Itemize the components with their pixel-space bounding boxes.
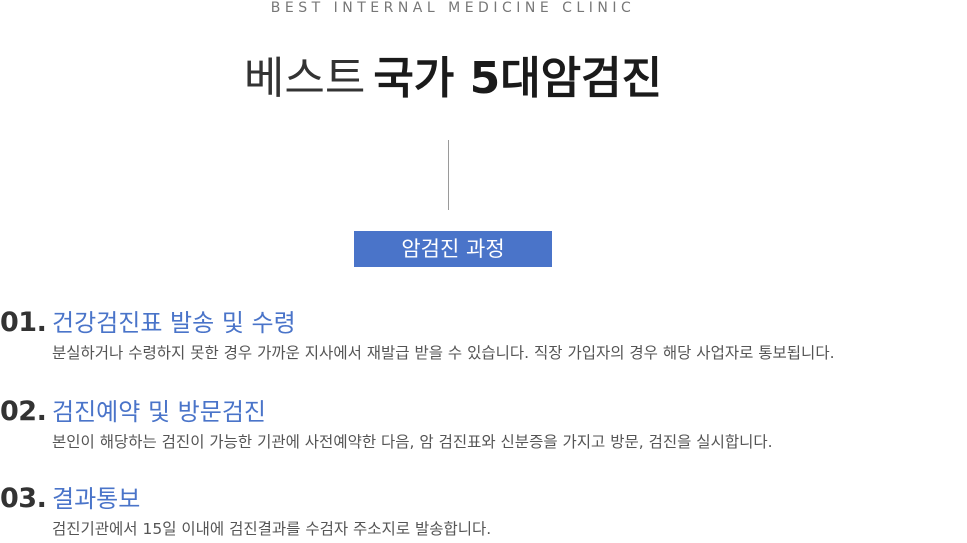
vertical-divider	[448, 140, 449, 210]
step-1-title: 건강검진표 발송 및 수령	[52, 309, 296, 337]
process-badge: 암검진 과정	[354, 231, 552, 267]
step-3-number: 03.	[0, 483, 47, 514]
page-title-bold: 국가 5대암검진	[373, 53, 663, 104]
step-2-description: 본인이 해당하는 검진이 가능한 기관에 사전예약한 다음, 암 검진표와 신분…	[52, 433, 773, 451]
step-2-number: 02.	[0, 396, 47, 427]
step-1-number: 01.	[0, 307, 47, 338]
page-title-light: 베스트	[243, 53, 366, 104]
step-1-description: 분실하거나 수령하지 못한 경우 가까운 지사에서 재발급 받을 수 있습니다.…	[52, 344, 835, 362]
step-3-title: 결과통보	[52, 485, 141, 513]
step-3-description: 검진기관에서 15일 이내에 검진결과를 수검자 주소지로 발송합니다.	[52, 520, 492, 538]
clinic-eyebrow: BEST INTERNAL MEDICINE CLINIC	[270, 0, 636, 16]
step-2-title: 검진예약 및 방문검진	[52, 398, 266, 426]
